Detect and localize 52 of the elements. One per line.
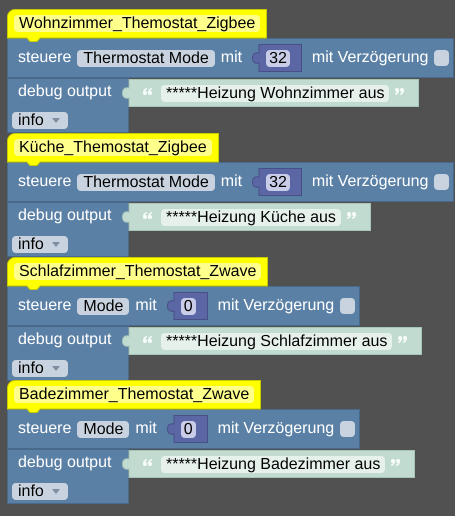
block-label: steuere [18, 420, 72, 438]
dropdown: Thermostat Mode [77, 50, 215, 66]
code-block [7, 78, 129, 133]
text-field: *****Heizung Schlafzimmer aus [161, 332, 392, 350]
comment-block [7, 380, 262, 413]
block-label: debug output [18, 331, 112, 349]
comment-block [7, 9, 268, 42]
block-label: mit Verzögerung [218, 420, 334, 438]
block-label: mit [220, 173, 242, 191]
block-label: mit Verzögerung [312, 49, 428, 67]
comment-block [7, 133, 219, 166]
comment-text: Badezimmer_Themostat_Zwave [14, 386, 254, 403]
text-block [122, 79, 420, 107]
block-label: steuere [18, 173, 72, 191]
code-block [7, 286, 360, 326]
comment-text: Wohnzimmer_Themostat_Zigbee [14, 15, 260, 32]
code-block [7, 38, 454, 78]
block-label: steuere [18, 49, 72, 67]
block-label: mit Verzögerung [218, 297, 334, 315]
block-label: mit [135, 297, 157, 315]
dropdown: info [12, 483, 68, 500]
block-label: steuere [18, 297, 72, 315]
text-field: *****Heizung Badezimmer aus [161, 456, 386, 472]
block-label: mit [135, 420, 157, 438]
comment-text: Schlafzimmer_Themostat_Zwave [14, 263, 262, 280]
block-label: debug output [18, 454, 112, 472]
block-label: mit [220, 49, 242, 67]
comment-block [7, 257, 268, 290]
number-field: 32 [266, 50, 290, 66]
block-label: debug output [18, 83, 112, 101]
number-field: 32 [266, 174, 290, 190]
code-block [7, 409, 360, 449]
dropdown: info [12, 236, 68, 253]
dropdown: info [12, 360, 68, 377]
dropdown: Mode [77, 298, 130, 314]
block-label: mit Verzögerung [312, 173, 428, 191]
code-block [7, 202, 129, 257]
block-label: debug output [18, 207, 112, 225]
number-block [252, 168, 302, 196]
dropdown: info [12, 112, 68, 129]
text-field: *****Heizung Küche aus [161, 208, 341, 226]
code-block [7, 326, 129, 381]
text-block [122, 450, 416, 478]
code-block [7, 449, 129, 504]
text-block [122, 203, 371, 231]
text-field: *****Heizung Wohnzimmer aus [161, 84, 390, 102]
comment-text: Küche_Themostat_Zigbee [14, 139, 212, 156]
text-block [122, 327, 422, 355]
dropdown: Thermostat Mode [77, 174, 215, 190]
code-block [7, 162, 454, 202]
dropdown: Mode [77, 420, 130, 438]
number-block [252, 44, 302, 72]
